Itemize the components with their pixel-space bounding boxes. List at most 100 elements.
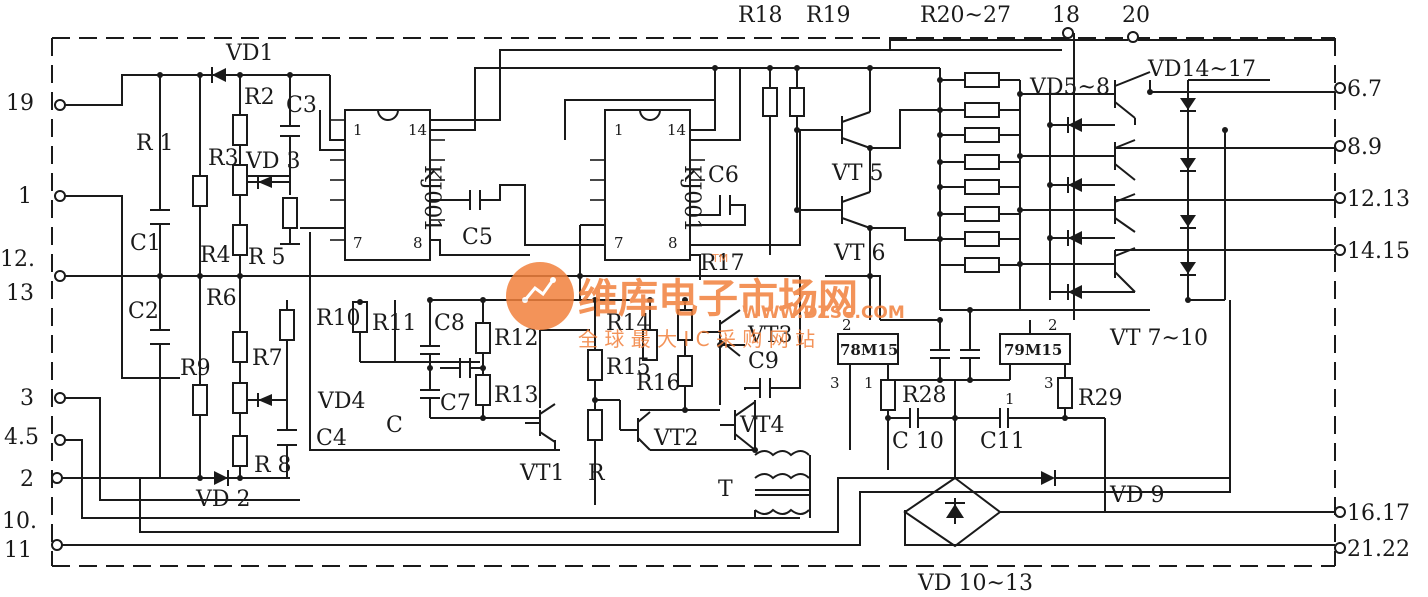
terminal-11-label: 11	[4, 538, 32, 563]
ic-1-pin8: 8	[413, 234, 423, 252]
label-r14: R14	[606, 311, 651, 336]
junction-dots	[157, 65, 1228, 481]
label-r13: R13	[494, 383, 539, 408]
label-vd9: VD 9	[1109, 483, 1165, 508]
terminal-19-label: 19	[6, 91, 34, 116]
label-r8: R 8	[254, 453, 292, 478]
diodes	[211, 67, 1230, 486]
label-r10: R10	[316, 306, 361, 331]
ic-1-pin1: 1	[353, 121, 363, 139]
reg2-pin1: 1	[1005, 390, 1015, 408]
label-r5: R 5	[248, 245, 286, 270]
label-r3: R3	[208, 146, 239, 171]
label-vt2: VT2	[653, 426, 699, 451]
regulator-79m15	[999, 333, 1071, 365]
label-c8: C8	[434, 311, 465, 336]
terminal-2-label: 2	[20, 467, 34, 492]
label-r1: R 1	[136, 131, 174, 156]
label-r17: R17	[700, 251, 745, 276]
label-t: T	[718, 477, 733, 502]
label-vt4: VT4	[739, 413, 785, 438]
ic-kj001-2	[590, 109, 705, 261]
terminal-13-label: 13	[6, 281, 34, 306]
label-r2027: R20~27	[920, 3, 1011, 28]
label-vd1417: VD14~17	[1147, 57, 1256, 82]
ic-1-pin14: 14	[408, 121, 427, 139]
regulator-78m15	[837, 333, 899, 365]
ic-1-label: KJ001	[419, 165, 444, 232]
label-vd1013: VD 10~13	[917, 571, 1033, 596]
label-vt6: VT 6	[833, 241, 886, 266]
transformer-coils	[754, 450, 810, 515]
label-r7: R7	[252, 346, 283, 371]
label-vd4: VD4	[317, 389, 366, 414]
bridge-rectifier	[903, 476, 1002, 548]
label-r4: R4	[200, 243, 231, 268]
ic-2-label: KJ001	[679, 165, 704, 232]
label-r12: R12	[494, 326, 539, 351]
capacitors	[150, 125, 1009, 446]
label-c5: C5	[462, 225, 493, 250]
label-c4: C4	[316, 426, 347, 451]
ic-2-pin7: 7	[614, 234, 624, 252]
transistors	[525, 71, 1151, 451]
ic-2-pin8: 8	[668, 234, 678, 252]
ic-2-pin1: 1	[614, 121, 624, 139]
label-r29: R29	[1078, 386, 1123, 411]
label-c2: C2	[128, 299, 159, 324]
regulator-1-label: 78M15	[840, 341, 898, 359]
label-vt710: VT 7~10	[1109, 326, 1208, 351]
terminal-1213-label: 12.13	[1347, 187, 1410, 212]
label-c7: C7	[440, 391, 471, 416]
label-r2: R2	[244, 85, 275, 110]
ic-2-pin14: 14	[667, 121, 686, 139]
label-c10: C 10	[892, 429, 944, 454]
watermark-tm: TM	[711, 252, 728, 265]
ic-kj001-1	[330, 109, 445, 261]
terminal-67-label: 6.7	[1347, 77, 1382, 102]
label-r: R	[588, 461, 606, 486]
watermark-url: WWW.DZSC.COM	[742, 303, 905, 323]
label-r15: R15	[606, 355, 651, 380]
regulator-2-label: 79M15	[1004, 341, 1062, 359]
watermark-slogan: 全 球 最 大 I C 采 购 网 站	[578, 327, 815, 351]
label-c: C	[386, 413, 403, 438]
right-terminals	[1062, 27, 1346, 554]
label-vd3: VD 3	[245, 149, 301, 174]
resistors	[192, 72, 1073, 467]
reg1-pin2: 2	[842, 316, 852, 334]
reg1-pin3: 3	[830, 374, 840, 392]
label-vt1: VT1	[519, 461, 565, 486]
label-vd1: VD1	[225, 41, 274, 66]
terminal-20-label: 20	[1122, 3, 1150, 28]
label-vd2: VD 2	[195, 487, 251, 512]
terminal-1415-label: 14.15	[1347, 239, 1410, 264]
terminal-89-label: 8.9	[1347, 135, 1382, 160]
terminal-12-label: 12.	[0, 247, 35, 272]
terminal-1617-label: 16.17	[1347, 501, 1410, 526]
label-c1: C1	[130, 231, 161, 256]
label-r11: R11	[372, 311, 417, 336]
label-r9: R9	[180, 356, 211, 381]
watermark-brand: 维库电子市场网	[578, 276, 858, 322]
label-r18: R18	[738, 3, 783, 28]
ic-1-pin7: 7	[353, 234, 363, 252]
label-vt3: VT3	[747, 323, 793, 348]
watermark-logo-icon	[506, 262, 574, 330]
label-r28: R28	[902, 383, 947, 408]
label-c11: C11	[980, 429, 1025, 454]
label-r16: R16	[636, 371, 681, 396]
left-terminals	[51, 99, 66, 551]
label-c3: C3	[286, 93, 317, 118]
reg2-pin2: 2	[1048, 316, 1058, 334]
component-labels: VD1 R 1 R2 C3 R3 VD 3 C1 R4 R 5 R6 C2 R7…	[128, 3, 1256, 596]
label-r6: R6	[206, 286, 237, 311]
watermark: 维库电子市场网 TM WWW.DZSC.COM 全 球 最 大 I C 采 购 …	[506, 252, 905, 351]
label-c6: C6	[708, 163, 739, 188]
terminal-45-label: 4.5	[4, 425, 39, 450]
label-vt5: VT 5	[831, 161, 884, 186]
reg1-pin1: 1	[864, 374, 874, 392]
label-c9: C9	[748, 349, 779, 374]
terminal-3-label: 3	[20, 386, 34, 411]
